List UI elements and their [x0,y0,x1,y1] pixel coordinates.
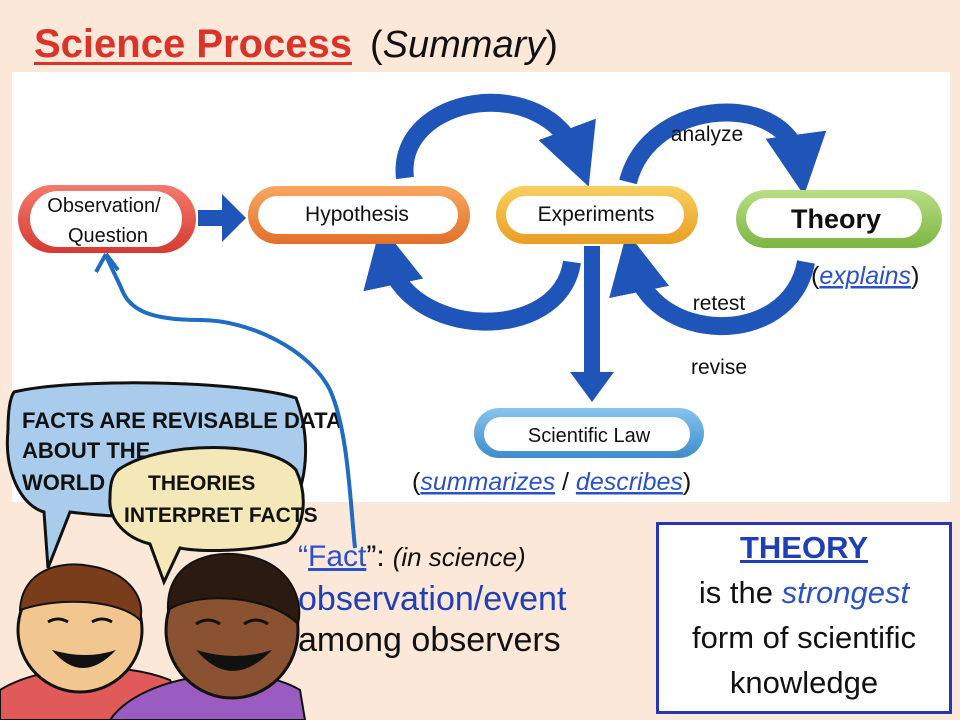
arrow-experiments-to-theory [619,103,827,196]
fact-definition: “Fact”:(in science) observation/event am… [298,540,648,660]
step-hypothesis [248,186,470,244]
title-sub-word: Summary [382,24,546,66]
observation-label-line1: Observation/ [47,195,161,217]
fact-quote-open: “ [298,540,308,573]
fact-link[interactable]: Fact [308,540,367,573]
label-retest: retest [693,292,746,315]
step-experiments [496,186,698,244]
step-scientific-law [474,408,704,458]
cartoon-people-illustration [0,552,307,720]
step-observation [18,185,196,253]
theory-box-line4: knowledge [729,665,879,700]
fact-pointer-arrow [104,254,357,549]
explains-link: explains [819,262,911,290]
fact-definition-heading: “Fact”:(in science) [298,540,648,574]
step-theory [736,190,942,248]
bubble2-line2: INTERPRET FACTS [124,504,318,527]
bubble2-line1: THEORIES [148,472,255,495]
label-analyze: analyze [671,123,743,146]
title-paren-open: ( [370,24,383,66]
title-main: Science Process [34,22,352,66]
title-paren-close: ) [545,24,558,66]
summarizes-link: summarizes [420,468,555,496]
theory-box-line3: form of scientific [692,620,916,655]
arrow-theory-to-experiments-retest [609,232,815,336]
theory-box-line2: is the strongest [659,570,949,615]
theory-label: Theory [791,204,881,234]
arrow-experiments-to-law [570,246,614,402]
bubble1-line2: ABOUT THE [22,438,150,463]
describes-link: describes [576,468,683,496]
theory-summary-box: THEORY is the strongest form of scientif… [656,522,952,714]
hypothesis-label: Hypothesis [305,203,409,226]
bubble1-line1: FACTS ARE REVISABLE DATA [22,408,342,433]
law-note: (summarizes / describes) [412,468,691,496]
arrow-hypothesis-to-experiments [395,93,596,187]
observation-label-line2: Question [68,225,148,247]
speech-bubble-theories: THEORIES INTERPRET FACTS [108,446,318,586]
experiments-label: Experiments [538,203,655,226]
theory-box-strongest: strongest [781,575,910,610]
bubble1-line3: WORLD [22,470,105,495]
theory-note: (explains) [811,262,919,290]
fact-definition-line3: among observers [298,621,561,659]
fact-pointer-arrowhead [94,252,120,273]
arrow-experiments-to-hypothesis-revise [363,225,581,331]
arrow-observation-to-hypothesis [198,194,246,242]
fact-definition-line2: observation/event [298,580,567,618]
scientific-law-label: Scientific Law [528,425,651,447]
page-title: Science Process (Summary) [34,22,558,67]
label-revise: revise [691,356,747,379]
title-subtitle: (Summary) [370,24,558,66]
theory-box-title: THEORY [739,530,869,565]
fact-quote-close: ”: [366,540,385,573]
theory-box-line2-pre: is the [698,575,782,610]
fact-qualifier: (in science) [392,542,526,572]
